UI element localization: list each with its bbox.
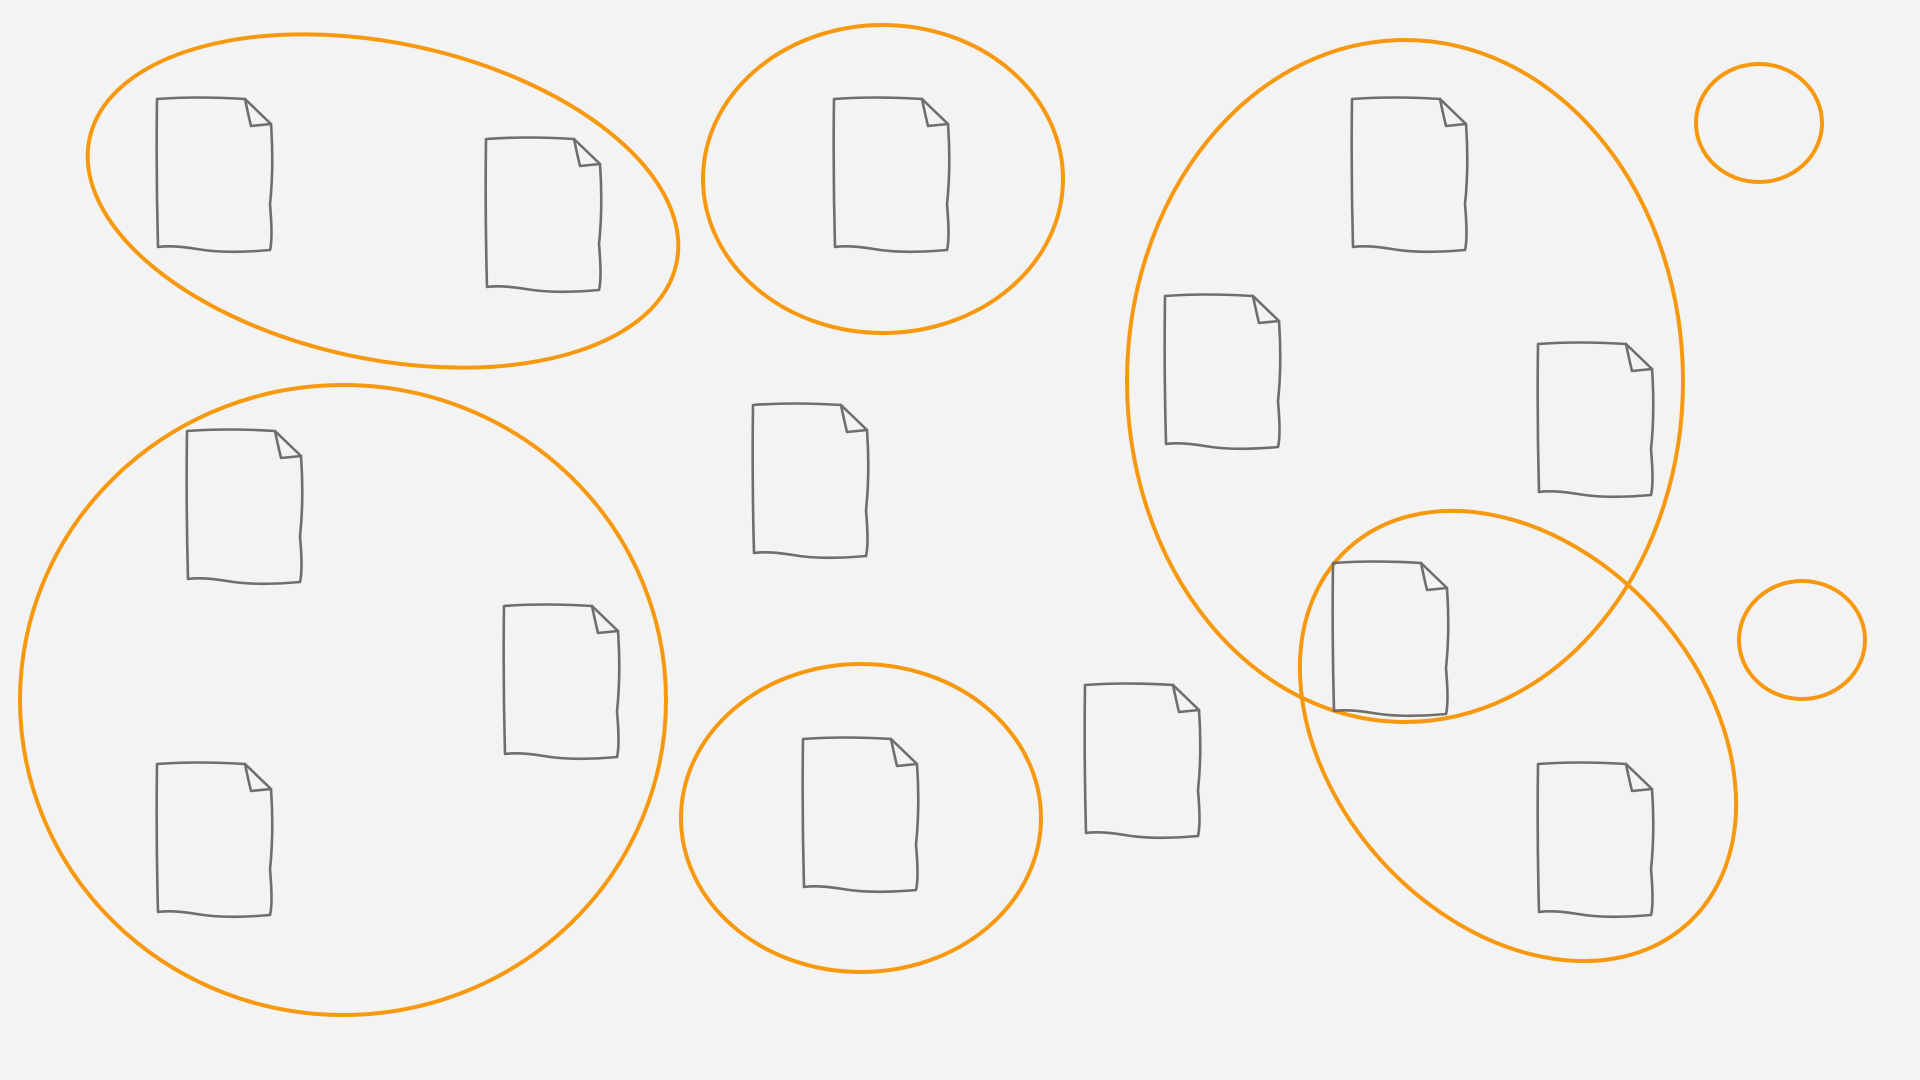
document-icon <box>155 761 274 919</box>
cluster-top-left-outline <box>85 32 681 370</box>
document-icon <box>1331 560 1450 718</box>
document-icon <box>155 96 274 254</box>
document-icons <box>155 96 1655 919</box>
document-icon <box>185 428 304 586</box>
cluster-top-middle-outline <box>701 23 1065 335</box>
document-icon <box>1163 293 1282 451</box>
cluster-lower-right-diagonal-outline <box>1297 508 1739 964</box>
cluster-small-right-middle-outline <box>1737 579 1867 701</box>
cluster-outlines <box>18 23 1867 1017</box>
document-icon <box>1536 761 1655 919</box>
document-icon <box>751 402 870 560</box>
document-icon <box>801 736 920 894</box>
cluster-bottom-middle-outline <box>679 662 1043 974</box>
document-icon <box>1083 682 1202 840</box>
cluster-bottom-left-large-outline <box>18 383 668 1017</box>
document-icon <box>1536 341 1655 499</box>
document-icon <box>484 136 603 294</box>
document-icon <box>502 603 621 761</box>
cluster-right-large-outline <box>1125 38 1685 724</box>
cluster-small-right-top-outline <box>1694 62 1824 184</box>
document-icon <box>1350 96 1469 254</box>
document-icon <box>832 96 951 254</box>
